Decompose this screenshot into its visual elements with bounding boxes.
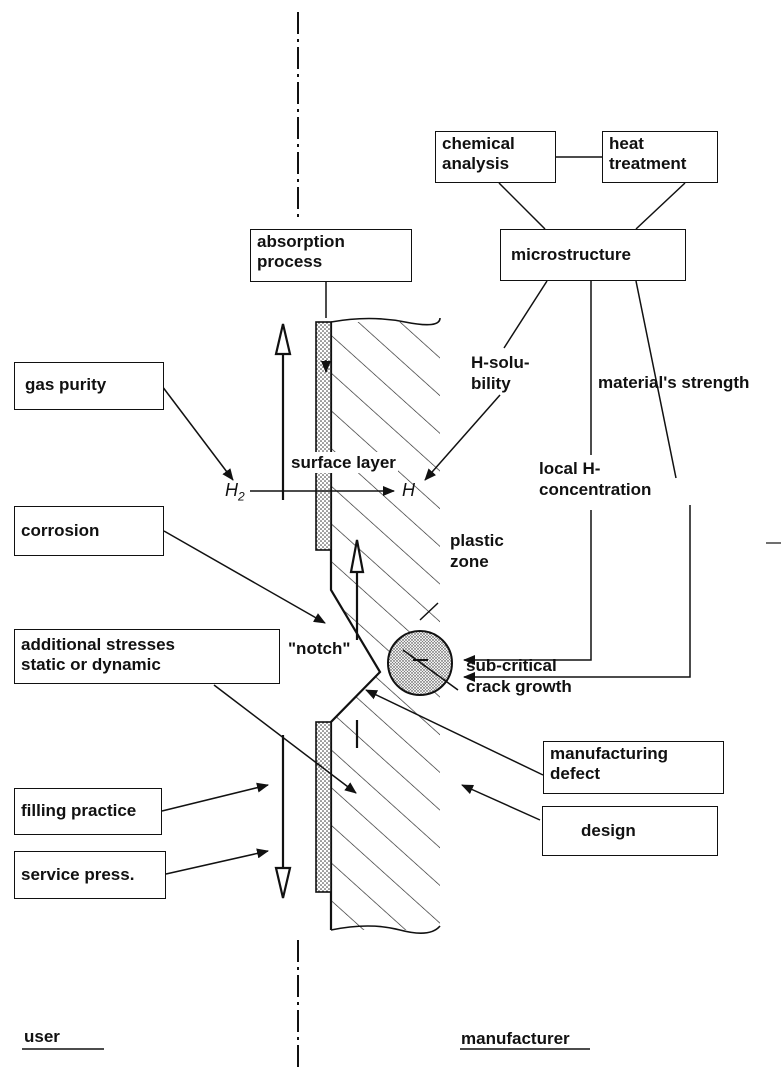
additional-stresses-box: additional stresses static or dynamic (14, 629, 280, 684)
heat-treatment-box: heat treatment (602, 131, 718, 183)
user-label: user (24, 1027, 60, 1046)
service-press-box: service press. (14, 851, 166, 899)
wall-section (331, 322, 440, 930)
hollow-arrows (274, 323, 365, 899)
sub-critical-crack-growth-label: sub-critical crack growth (466, 656, 572, 696)
surface-layer-lower (315, 721, 332, 893)
surface-layer-upper (315, 321, 332, 551)
h-solubility-label: H-solu- bility (471, 353, 530, 393)
wall-bottom-break-line (330, 925, 441, 934)
local-h-concentration-label: local H- concentration (539, 459, 652, 499)
plastic-zone-label: plastic zone (450, 531, 504, 571)
surface-layer-label: surface layer (289, 452, 398, 473)
absorption-process-box: absorption process (250, 229, 412, 282)
manufacturer-label: manufacturer (461, 1029, 570, 1048)
manufacturing-defect-box: manufacturing defect (543, 741, 724, 794)
microstructure-box: microstructure (500, 229, 686, 281)
h-label: H (402, 480, 415, 500)
filling-practice-box: filling practice (14, 788, 162, 835)
connector-lines (161, 156, 691, 875)
design-box: design (542, 806, 718, 856)
gas-purity-box: gas purity (14, 362, 164, 410)
chemical-analysis-box: chemical analysis (435, 131, 556, 183)
corrosion-box: corrosion (14, 506, 164, 556)
notch-label: "notch" (288, 639, 351, 658)
h2-label: H2 (225, 480, 245, 504)
materials-strength-label: material's strength (598, 373, 750, 392)
wall-right-break-line (330, 317, 441, 326)
